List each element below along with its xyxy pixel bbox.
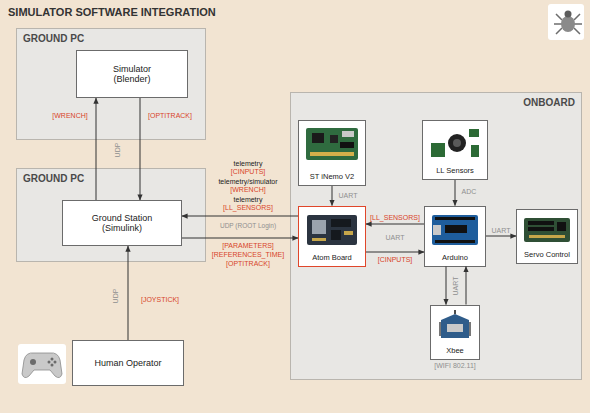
signal-name: [WRENCH] xyxy=(52,112,87,120)
box-label: Ground Station (Simulink) xyxy=(79,213,165,234)
sensors-picture xyxy=(427,125,483,161)
data-link-arrow xyxy=(140,98,141,200)
signal-name: ADC xyxy=(462,188,477,196)
icon-ground xyxy=(18,344,66,384)
signal-name: [CINPUTS] xyxy=(231,168,266,176)
software-box: Ground Station (Simulink) xyxy=(62,200,182,246)
radio-module-picture xyxy=(435,310,475,342)
gamepad-pad xyxy=(30,359,36,365)
computer-panel: GROUND PCSimulator (Blender) xyxy=(16,28,206,140)
diagram-title: SIMULATOR SOFTWARE INTEGRATION xyxy=(8,6,216,18)
software-box: Simulator (Blender) xyxy=(76,50,188,98)
signal-name: UART xyxy=(339,192,358,200)
signal-name: UART xyxy=(492,227,511,235)
data-link-arrow xyxy=(182,216,298,217)
protocol-name: UART xyxy=(452,277,460,296)
signal-name: [OPTITRACK] xyxy=(148,112,192,120)
box-label: Simulator (Blender) xyxy=(94,64,170,85)
link-note: telemetry xyxy=(234,160,263,168)
box-label: Servo Control xyxy=(521,251,573,260)
gamepad-body xyxy=(22,353,62,378)
protocol-name: UDP xyxy=(114,143,122,158)
data-link-arrow xyxy=(366,224,424,225)
hardware-box: ST iNemo V2 xyxy=(298,120,366,186)
servo-board-picture xyxy=(521,214,573,246)
gamepad-button xyxy=(48,361,51,364)
microcontroller-picture xyxy=(429,211,481,249)
box-label: LL Sensors xyxy=(433,167,477,176)
signal-name: [WRENCH] xyxy=(230,186,265,194)
data-link-arrow xyxy=(466,267,467,305)
box-label: Arduino xyxy=(439,254,471,263)
hardware-box: Servo Control xyxy=(516,209,578,264)
signal-name: [LL_SENSORS] xyxy=(223,204,273,212)
data-link-arrow xyxy=(182,238,298,239)
box-label: ST iNemo V2 xyxy=(307,173,357,182)
hardware-box: Atom Board xyxy=(298,206,366,267)
data-link-arrow xyxy=(455,180,456,206)
data-link-arrow xyxy=(446,267,447,305)
imu-board-picture xyxy=(304,125,360,163)
link-note: telemetry xyxy=(234,196,263,204)
data-link-arrow xyxy=(366,252,424,253)
gamepad-button xyxy=(51,364,54,367)
computer-panel: GROUND PC Ground Station (Simulink) xyxy=(16,168,206,262)
gamepad-button xyxy=(54,361,57,364)
computer-board-picture xyxy=(304,211,360,249)
hardware-box: Xbee xyxy=(430,305,480,360)
box-label: Xbee xyxy=(443,347,467,356)
panel-heading: GROUND PC xyxy=(17,169,90,189)
robot-body xyxy=(561,16,575,32)
icon-ground xyxy=(548,4,584,40)
panel-heading: ONBOARD xyxy=(517,93,581,113)
robot-head xyxy=(565,11,572,18)
data-link-arrow xyxy=(486,236,516,237)
box-label: Human Operator xyxy=(91,358,164,368)
protocol-name: UDP (ROOT Login) xyxy=(220,222,276,229)
hardware-box: LL Sensors xyxy=(422,120,488,180)
protocol-name: UDP xyxy=(112,289,120,304)
robot-icon xyxy=(548,4,584,40)
signal-name: [PARAMETERS] xyxy=(222,242,274,250)
data-link-arrow xyxy=(332,186,333,206)
onboard-panel: ONBOARD ST iNemo V2 LL Sensors Atom Boar… xyxy=(290,92,582,380)
signal-name: [CINPUTS] xyxy=(378,256,413,264)
protocol-name: UART xyxy=(386,234,405,242)
hardware-box: Arduino xyxy=(424,206,486,267)
protocol-name: [WIFI 802.11] xyxy=(434,362,476,370)
signal-name: [OPTITRACK] xyxy=(226,260,270,268)
signal-name: [REFERENCES_TIME] xyxy=(212,251,284,259)
operator-box: Human Operator xyxy=(72,340,184,386)
gamepad-icon xyxy=(18,344,66,384)
signal-name: [JOYSTICK] xyxy=(141,296,179,304)
gamepad-button xyxy=(51,358,54,361)
data-link-arrow xyxy=(128,246,129,340)
data-link-arrow xyxy=(96,98,97,200)
panel-heading: GROUND PC xyxy=(17,29,90,49)
box-label: Atom Board xyxy=(309,254,355,263)
signal-name: [LL_SENSORS] xyxy=(370,214,420,222)
link-note: telemetry/simulator xyxy=(218,178,277,186)
